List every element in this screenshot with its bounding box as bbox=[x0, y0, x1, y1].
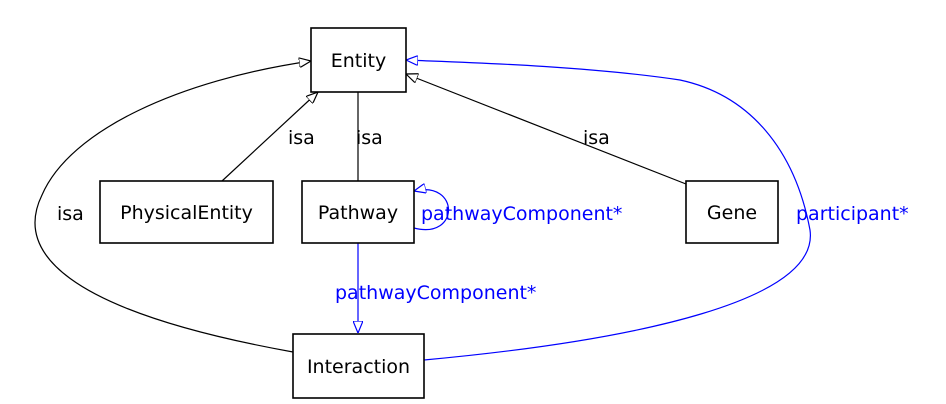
node-interaction-label: Interaction bbox=[307, 356, 410, 378]
node-pathway[interactable]: Pathway bbox=[301, 180, 415, 244]
node-pathway-label: Pathway bbox=[318, 202, 398, 224]
label-pathway-isa: isa bbox=[356, 127, 383, 149]
label-interaction-isa: isa bbox=[57, 203, 84, 225]
node-entity[interactable]: Entity bbox=[310, 27, 407, 93]
edge-pathway-self-component bbox=[414, 190, 449, 231]
edge-interaction-isa-entity bbox=[34, 61, 311, 353]
node-entity-label: Entity bbox=[331, 50, 386, 72]
label-pathway-self-component: pathwayComponent* bbox=[421, 203, 622, 225]
node-gene[interactable]: Gene bbox=[685, 180, 779, 244]
label-interaction-participant: participant* bbox=[796, 203, 909, 225]
node-gene-label: Gene bbox=[707, 202, 757, 224]
node-physicalentity[interactable]: PhysicalEntity bbox=[99, 180, 274, 244]
node-physicalentity-label: PhysicalEntity bbox=[120, 202, 253, 224]
label-physicalentity-isa: isa bbox=[288, 127, 315, 149]
label-gene-isa: isa bbox=[583, 127, 610, 149]
label-pathway-to-interaction: pathwayComponent* bbox=[335, 282, 536, 304]
edge-interaction-participant-entity bbox=[406, 60, 811, 361]
node-interaction[interactable]: Interaction bbox=[292, 333, 425, 399]
edge-gene-isa-entity bbox=[406, 74, 687, 185]
edge-physicalentity-isa-entity bbox=[221, 92, 318, 182]
